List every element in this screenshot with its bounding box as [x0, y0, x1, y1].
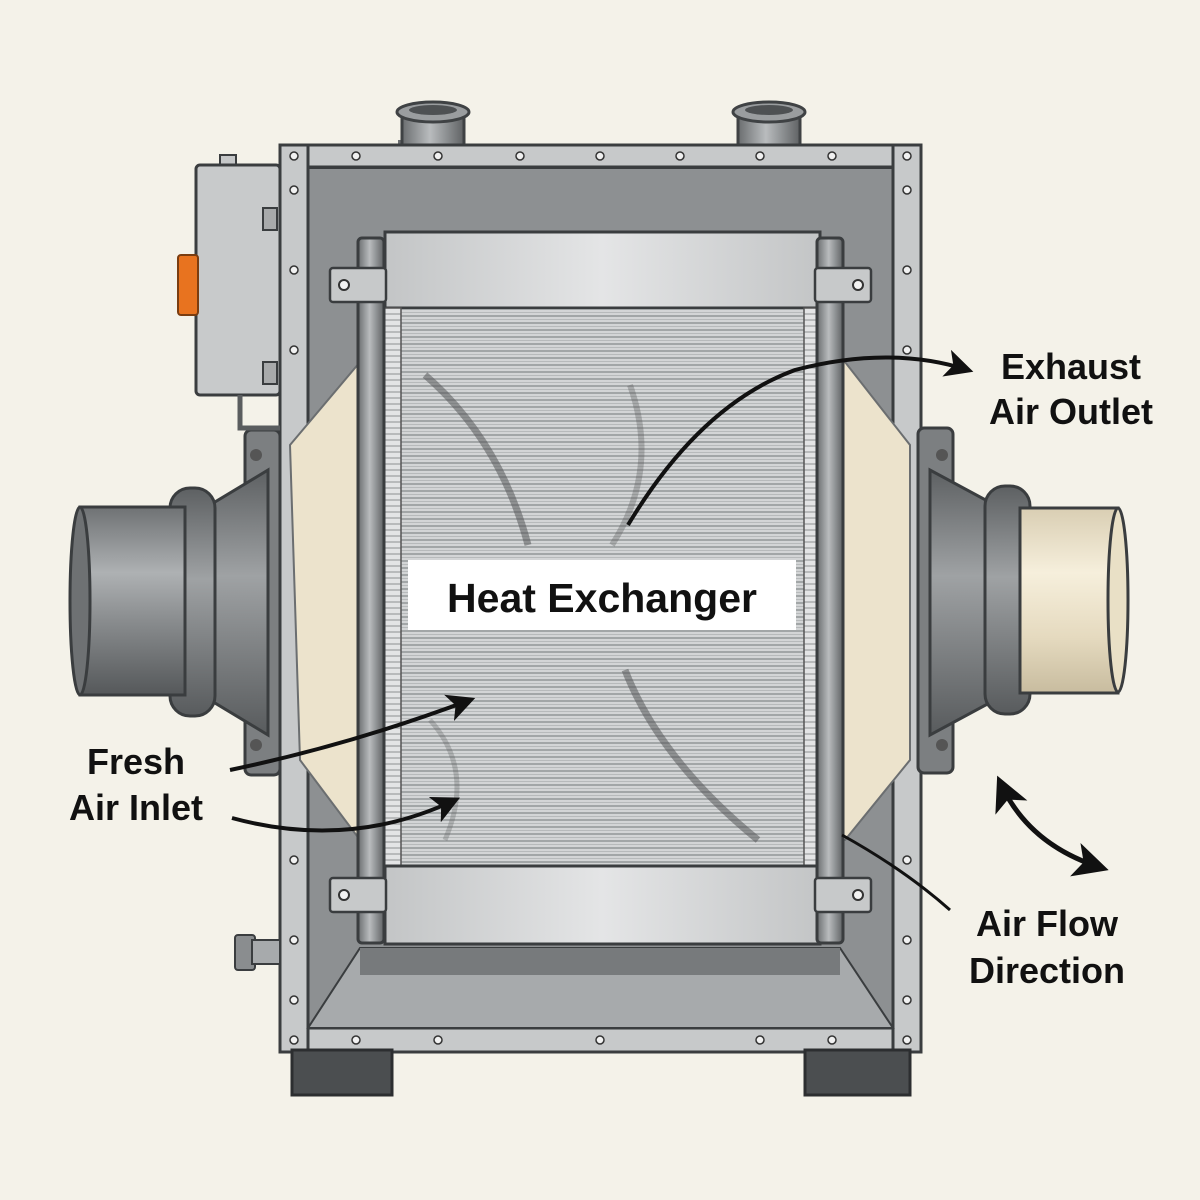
mounting-brackets [328, 266, 873, 914]
exhaust-air-outlet-label-line2: Air Outlet [989, 391, 1153, 432]
foot-left [290, 1048, 394, 1097]
fresh-air-inlet-label-line2: Air Inlet [69, 787, 203, 828]
indicator-light [177, 254, 199, 316]
fresh-air-inlet-duct [68, 428, 282, 777]
control-box [194, 154, 282, 431]
exhaust-air-outlet-duct [916, 426, 1130, 775]
frame-rivets [289, 151, 912, 1045]
bracket-bolts [338, 279, 864, 901]
foot-right [803, 1048, 912, 1097]
air-flow-direction-label-line2: Direction [969, 950, 1125, 991]
fresh-air-arrow-upper [229, 694, 476, 772]
air-flow-direction-label-line1: Air Flow [976, 903, 1119, 944]
drain-valve [234, 934, 281, 971]
fresh-air-inlet-label-line1: Fresh [87, 741, 185, 782]
exhaust-air-arrow [626, 349, 974, 527]
exhaust-air-outlet-label-line1: Exhaust [1001, 346, 1141, 387]
heat-exchanger-label: Heat Exchanger [447, 575, 757, 621]
air-flow-leader-line [841, 833, 951, 912]
fresh-air-arrow-lower [231, 796, 461, 833]
support-rods [356, 236, 845, 945]
heat-exchanger-label-plate [408, 560, 796, 630]
air-flow-direction-arrow [995, 775, 1109, 877]
